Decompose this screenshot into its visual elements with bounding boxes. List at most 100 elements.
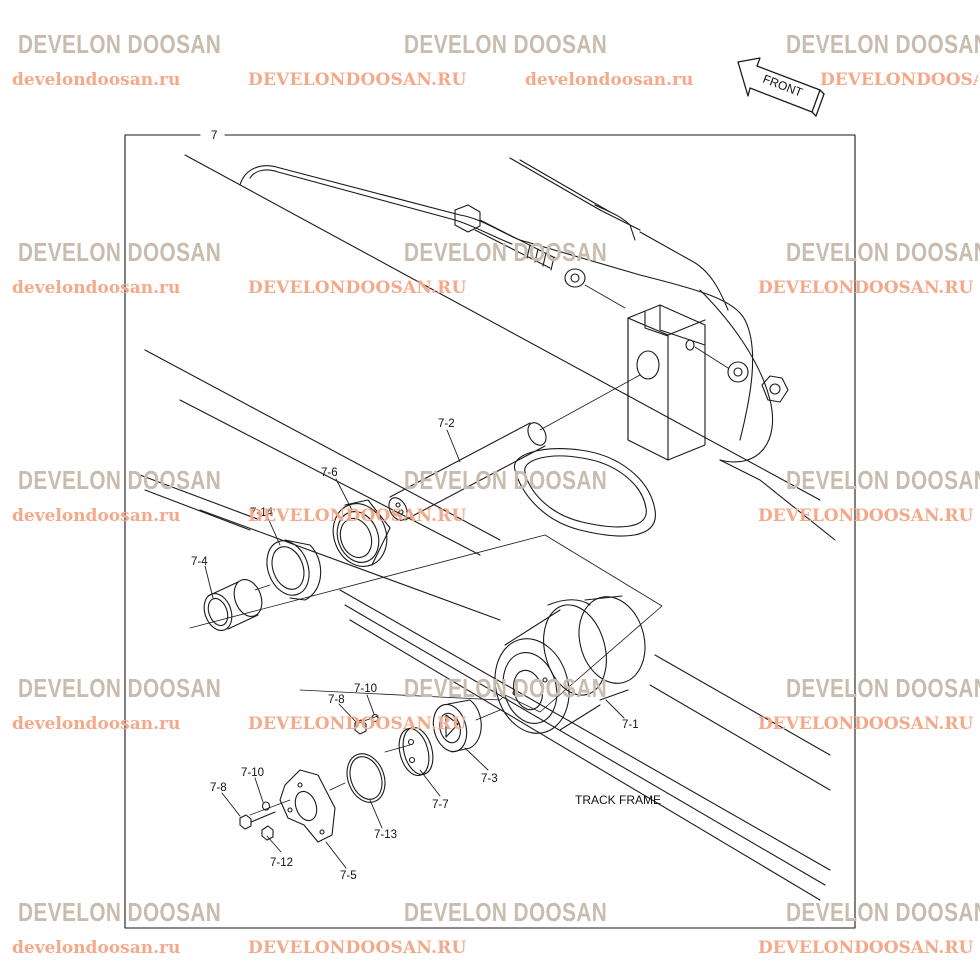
watermark-site: develondoosan.ru	[12, 714, 181, 734]
watermark-logo: DEVELON DOOSAN	[12, 462, 222, 498]
washer	[564, 268, 586, 288]
watermark: DEVELON DOOSAN DEVELONDOOSAN.RU	[758, 462, 980, 532]
o-ring	[346, 753, 386, 803]
callout-labels: 7 7-2 7-6 7-14 7-4 7-8 7-10 7-1 7-3 7-7 …	[191, 72, 805, 882]
assembly-number-label: 7	[211, 130, 217, 142]
watermark-brand: DEVELON DOOSAN	[786, 28, 980, 59]
watermark: DEVELON DOOSAN develondoosan.ru	[12, 670, 222, 740]
watermark-brand: DEVELON DOOSAN	[786, 896, 980, 927]
watermark-brand: DEVELON DOOSAN	[404, 896, 608, 927]
watermark-logo: DEVELON DOOSAN	[398, 462, 608, 498]
bushing	[203, 579, 263, 631]
watermark: DEVELON DOOSAN develondoosan.ru	[12, 462, 222, 532]
watermark-site: DEVELONDOOSAN.RU	[758, 938, 974, 958]
watermark: DEVELON DOOSAN DEVELONDOOSAN.RU	[758, 670, 980, 740]
watermark-site: develondoosan.ru	[12, 506, 181, 526]
watermark-brand: DEVELON DOOSAN	[18, 464, 222, 495]
watermark-site: develondoosan.ru	[12, 278, 181, 298]
watermark-brand: DEVELON DOOSAN	[404, 28, 608, 59]
idler-roller	[494, 595, 646, 734]
alignment-lines	[189, 284, 729, 816]
watermark: DEVELON DOOSAN develondoosan.ru	[12, 26, 222, 96]
callout-7-10-a: 7-10	[354, 683, 377, 695]
shim-plate	[398, 726, 434, 777]
watermark-site: DEVELONDOOSAN.RU	[248, 506, 467, 526]
watermark-site: develondoosan.ru	[12, 70, 181, 90]
watermark-brand: DEVELON DOOSAN	[786, 464, 980, 495]
hub	[432, 699, 482, 753]
watermark-brand: DEVELON DOOSAN	[18, 896, 222, 927]
callout-7-8-a: 7-8	[328, 694, 345, 706]
watermark-brand: DEVELON DOOSAN	[786, 236, 980, 267]
watermark-logo: DEVELON DOOSAN	[780, 670, 980, 706]
watermark-logo: DEVELON DOOSAN	[12, 894, 222, 930]
watermark-site: DEVELONDOOSAN.RU	[820, 70, 978, 90]
callout-7-4: 7-4	[191, 556, 208, 568]
watermark-brand: DEVELON DOOSAN	[404, 464, 608, 495]
callout-7-12: 7-12	[270, 857, 293, 869]
front-arrow-icon	[737, 57, 825, 117]
watermark-site: DEVELONDOOSAN.RU	[248, 70, 467, 90]
watermark-site: DEVELONDOOSAN.RU	[248, 278, 467, 298]
watermark-logo: DEVELON DOOSAN	[780, 894, 980, 930]
pin	[388, 422, 547, 521]
bolt	[454, 204, 556, 271]
o-ring-holder	[266, 539, 322, 601]
watermark: DEVELON DOOSAN DEVELONDOOSAN.RU	[758, 234, 980, 304]
callout-7-7: 7-7	[432, 799, 449, 811]
watermark-site: DEVELONDOOSAN.RU	[758, 714, 974, 734]
watermark: DEVELON DOOSAN develondoosan.ru	[12, 894, 222, 964]
watermark-logo: DEVELON DOOSAN	[12, 26, 222, 62]
watermark-brand: DEVELON DOOSAN	[18, 672, 222, 703]
watermark-logo: DEVELON DOOSAN	[12, 670, 222, 706]
watermark-logo: DEVELON DOOSAN	[398, 234, 608, 270]
watermark-logo: DEVELON DOOSAN	[780, 234, 980, 270]
callout-7-2: 7-2	[438, 418, 455, 430]
watermark-brand: DEVELON DOOSAN	[404, 672, 608, 703]
watermark: DEVELON DOOSAN DEVELONDOOSAN.RU	[248, 26, 608, 96]
bracket-block	[627, 304, 706, 461]
cover	[279, 769, 336, 843]
watermark: DEVELON DOOSAN DEVELONDOOSAN.RU	[248, 462, 608, 532]
watermark-brand: DEVELON DOOSAN	[18, 236, 222, 267]
watermark-brand: DEVELON DOOSAN	[18, 28, 222, 59]
track-frame-label: TRACK FRAME	[575, 793, 661, 807]
watermark-site: develondoosan.ru	[12, 938, 181, 958]
watermark-site: DEVELONDOOSAN.RU	[248, 714, 467, 734]
watermark-site: DEVELONDOOSAN.RU	[758, 278, 974, 298]
watermark-logo: DEVELON DOOSAN	[12, 234, 222, 270]
watermark-logo: DEVELON DOOSAN	[398, 894, 608, 930]
callout-7-3: 7-3	[481, 773, 498, 785]
bolt-small-b	[239, 801, 276, 841]
watermark: DEVELON DOOSAN develondoosan.ru	[12, 234, 222, 304]
watermark: DEVELON DOOSAN develondoosan.ru	[525, 26, 980, 96]
watermark-site: develondoosan.ru	[525, 70, 694, 90]
watermark-logo: DEVELON DOOSAN	[398, 26, 608, 62]
bolt-small-a	[354, 713, 379, 735]
watermark: DEVELON DOOSAN DEVELONDOOSAN.RU	[758, 894, 980, 964]
callout-7-13: 7-13	[374, 829, 397, 841]
watermark-logo: DEVELON DOOSAN	[398, 670, 608, 706]
callout-7-8-b: 7-8	[210, 782, 227, 794]
watermark-site: DEVELONDOOSAN.RU	[758, 506, 974, 526]
seal-ring	[332, 499, 391, 567]
watermark: DEVELON DOOSAN DEVELONDOOSAN.RU	[248, 894, 608, 964]
watermark: DEVELON DOOSAN DEVELONDOOSAN.RU	[248, 670, 608, 740]
track-frame-outline	[139, 154, 836, 901]
washer-right	[727, 361, 749, 383]
watermark: DEVELON DOOSAN DEVELONDOOSAN.RU	[248, 234, 608, 304]
watermark-site: DEVELONDOOSAN.RU	[248, 938, 467, 958]
callout-7-6: 7-6	[321, 467, 338, 479]
leader-lines	[204, 429, 625, 869]
nut	[761, 375, 789, 403]
watermark-logo: DEVELON DOOSAN	[780, 26, 980, 62]
watermark-brand: DEVELON DOOSAN	[404, 236, 608, 267]
callout-7-14: 7-14	[250, 507, 274, 519]
watermark-logo: DEVELON DOOSAN	[780, 462, 980, 498]
callout-7-5: 7-5	[340, 870, 357, 882]
assembly-frame	[124, 134, 856, 929]
callout-7-1: 7-1	[622, 719, 639, 731]
watermark-brand: DEVELON DOOSAN	[786, 672, 980, 703]
